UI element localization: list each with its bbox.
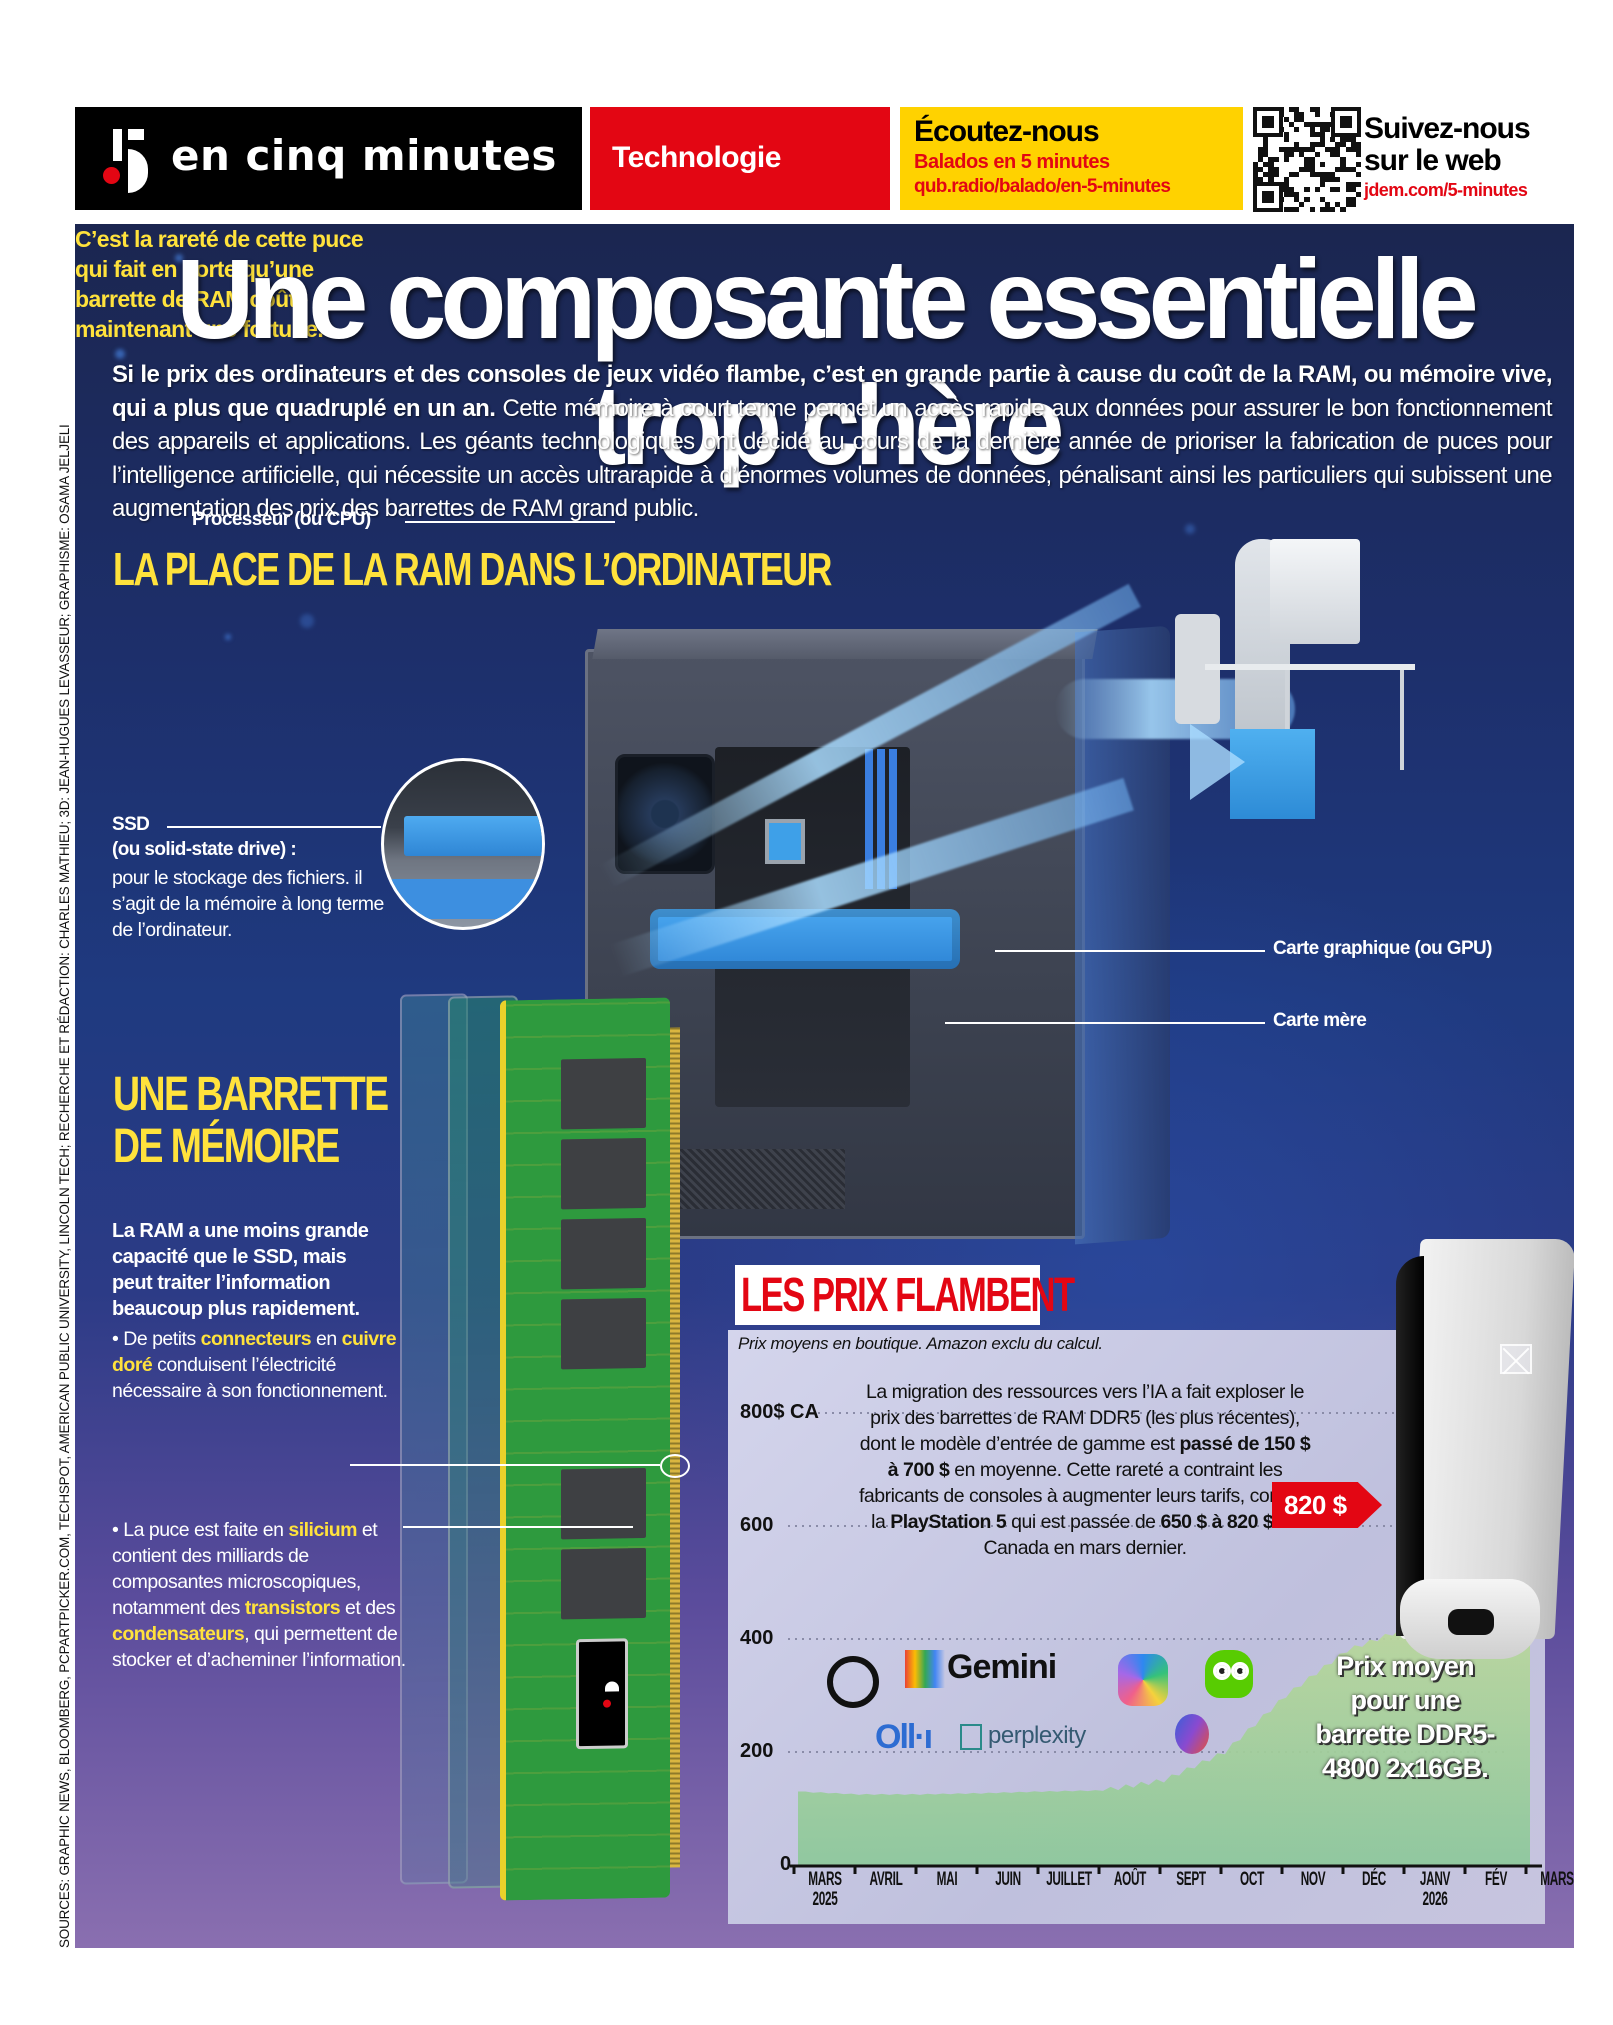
label-ssd-desc: pour le stockage des fichiers. il s’agit…	[112, 867, 384, 941]
label-ssd-sub: (ou solid-state drive) :	[112, 839, 297, 860]
credits: SOURCES: GRAPHIC NEWS, BLOOMBERG, PCPART…	[57, 424, 72, 1948]
podcast-title: Écoutez-nous	[914, 115, 1100, 148]
label-motherboard: Carte mère	[1273, 1010, 1367, 1031]
connector-highlight-ring	[660, 1454, 690, 1478]
x-axis-label: AVRIL	[869, 1869, 902, 1890]
brand-name: en cinq minutes	[171, 131, 557, 180]
podcast-promo[interactable]: Écoutez-nous Balados en 5 minutes qub.ra…	[900, 107, 1243, 210]
controller-icon	[1400, 1579, 1540, 1659]
web-link[interactable]: jdem.com/5-minutes	[1364, 180, 1528, 200]
y-axis-label: 800$ CA	[740, 1401, 819, 1423]
chart-title: LES PRIX FLAMBENT	[741, 1269, 1075, 1322]
x-axis-label: SEPT	[1175, 1869, 1206, 1890]
web-line2: sur le web	[1364, 144, 1502, 177]
y-axis-label: 0	[780, 1853, 792, 1875]
y-axis-label: 200	[740, 1740, 774, 1762]
intro-rest: Cette mémoire à court terme permet un ac…	[112, 394, 1553, 523]
qr-code-icon[interactable]	[1253, 107, 1361, 212]
perplexity-logo-icon: perplexity	[960, 1722, 1086, 1750]
label-ssd: SSD	[112, 814, 150, 835]
price-area-chart	[788, 1412, 1542, 1874]
ram-stick-illustration	[500, 997, 680, 1901]
duolingo-logo-icon	[1205, 1650, 1253, 1698]
y-axis-label: 400	[740, 1627, 774, 1649]
chart-subtitle: Prix moyens en boutique. Amazon exclu du…	[738, 1334, 1103, 1353]
gemini-logo-icon: Gemini	[905, 1648, 1057, 1689]
web-line1: Suivez-nous	[1364, 112, 1531, 145]
section-title-computer: LA PLACE DE LA RAM DANS L’ORDINATEUR	[113, 543, 832, 595]
label-cpu: Processeur (ou CPU)	[192, 509, 371, 530]
x-axis-label: AOÛT	[1113, 1869, 1146, 1890]
section-label: Technologie	[612, 141, 781, 174]
ollama-logo-icon: Oll·ı	[875, 1718, 933, 1756]
ram-lead: La RAM a une moins grande capacité que l…	[112, 1220, 369, 1320]
chart-title-box: LES PRIX FLAMBENT	[735, 1265, 1075, 1325]
x-axis-label: FÉV	[1484, 1869, 1507, 1890]
ps5-price-tag: 820 $	[1272, 1482, 1382, 1528]
intro-paragraph: Si le prix des ordinateurs et des consol…	[112, 358, 1553, 526]
web-promo[interactable]: Suivez-nous sur le web jdem.com/5-minute…	[1364, 112, 1531, 203]
section-tag: Technologie	[590, 107, 890, 210]
x-axis-label: DÉC	[1361, 1869, 1386, 1890]
x-axis-label: MARS	[1539, 1869, 1574, 1890]
close-icon[interactable]	[1500, 1344, 1532, 1374]
brand-sticker-icon	[576, 1638, 628, 1750]
y-axis-label: 600	[740, 1514, 774, 1536]
x-axis-label: JUIN	[994, 1869, 1021, 1890]
brand-banner: en cinq minutes	[75, 107, 582, 210]
ps5-console-illustration	[1380, 1234, 1574, 1659]
page-title: Une composante essentielle trop chère	[176, 234, 1479, 488]
gold-connectors	[670, 1027, 680, 1868]
copilot-logo-icon	[1118, 1654, 1168, 1706]
swift-logo-icon	[1175, 1714, 1209, 1754]
x-axis-label: NOV	[1300, 1869, 1325, 1890]
series-label: Prix moyen pour une barrette DDR5-4800 2…	[1315, 1651, 1495, 1783]
brand-logo-icon	[103, 129, 153, 193]
intro-bold: Si le prix des ordinateurs et des consol…	[112, 361, 1553, 422]
ram-bullet-chip: • La puce est faite en silicium et conti…	[112, 1519, 406, 1671]
label-gpu: Carte graphique (ou GPU)	[1273, 938, 1492, 959]
chart-annotation: La migration des ressources vers l’IA a …	[858, 1381, 1312, 1559]
x-axis-label: OCT	[1239, 1869, 1264, 1890]
podcast-subtitle: Balados en 5 minutes	[914, 151, 1110, 173]
x-axis-label: MAI	[936, 1869, 957, 1890]
data-flow-arrow-icon	[1190, 724, 1245, 800]
person-at-computer-illustration	[1175, 524, 1455, 854]
podcast-link[interactable]: qub.radio/balado/en-5-minutes	[914, 176, 1171, 197]
x-axis-label: JUILLET	[1045, 1869, 1092, 1890]
ram-conclusion: C’est la rareté de cette puce qui fait e…	[75, 226, 364, 342]
infographic-panel: Une composante essentielle trop chère Si…	[75, 224, 1574, 1948]
cpu-chip-icon	[765, 819, 805, 864]
openai-logo-icon	[827, 1656, 879, 1708]
ram-bullet-connectors: • De petits connecteurs en cuivre doré c…	[112, 1328, 397, 1402]
ssd-magnifier	[381, 758, 545, 930]
